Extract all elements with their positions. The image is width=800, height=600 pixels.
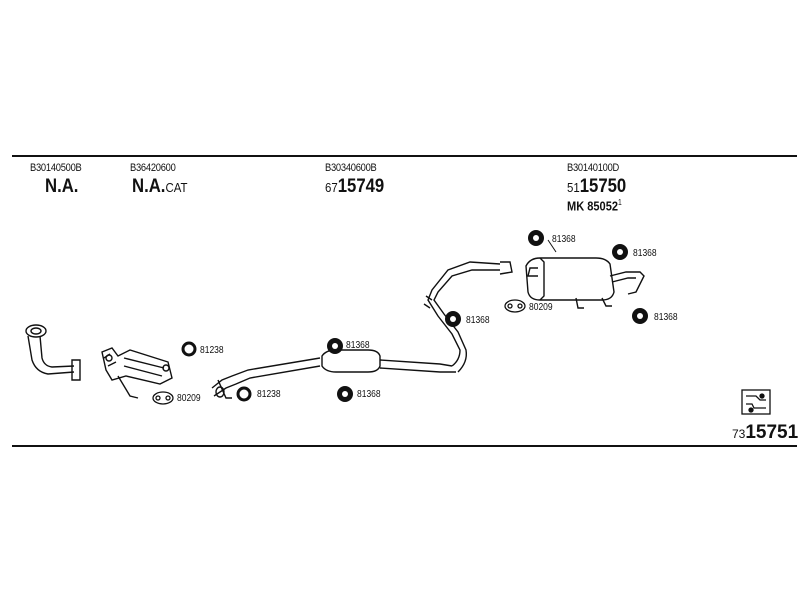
- hanger-label-rear-2: 81368: [552, 234, 576, 245]
- kit-number: 7315751: [732, 422, 799, 443]
- hanger-icon-mid-lower: [337, 386, 353, 402]
- clamp-label-a: 81238: [200, 345, 224, 356]
- column-mk-4: MK 850521: [567, 198, 622, 214]
- clamp-icon-b: [236, 386, 252, 402]
- top-rule: [12, 155, 797, 157]
- hanger-icon-rear-1: [445, 311, 461, 327]
- column-ref-1: B30140500B: [30, 162, 82, 174]
- hanger-label-rear-1: 81368: [466, 315, 490, 326]
- front-pipe-drawing: [25, 324, 81, 381]
- hanger-label-mid-upper: 81368: [346, 340, 370, 351]
- column-ref-4: B30140100D: [567, 162, 620, 174]
- hanger-icon-rear-4: [632, 308, 648, 324]
- hanger-label-rear-4: 81368: [654, 312, 678, 323]
- middle-pipe-drawing: [211, 261, 501, 399]
- exhaust-kit-icon: [741, 389, 771, 415]
- column-code-4: 5115750: [567, 176, 627, 197]
- rear-muffler-drawing: [499, 257, 645, 309]
- gasket-label-a: 80209: [177, 393, 201, 404]
- column-ref-3: B30340600B: [325, 162, 377, 174]
- gasket-label-b: 80209: [529, 302, 553, 313]
- hanger-icon-rear-3: [612, 244, 628, 260]
- gasket-icon-b: [504, 299, 526, 313]
- hanger-label-rear-3: 81368: [633, 248, 657, 259]
- clamp-icon-a: [181, 341, 197, 357]
- bottom-rule: [12, 445, 797, 447]
- hanger-label-mid-lower: 81368: [357, 389, 381, 400]
- column-title-2: N.A.CAT: [132, 176, 188, 197]
- gasket-icon-a: [152, 391, 174, 405]
- column-title-1: N.A.: [45, 176, 79, 197]
- column-ref-2: B36420600: [130, 162, 176, 174]
- column-code-3: 6715749: [325, 176, 385, 197]
- hanger-icon-mid-upper: [327, 338, 343, 354]
- clamp-label-b: 81238: [257, 389, 281, 400]
- hanger-icon-rear-2: [528, 230, 544, 246]
- catalytic-converter-drawing: [101, 347, 173, 399]
